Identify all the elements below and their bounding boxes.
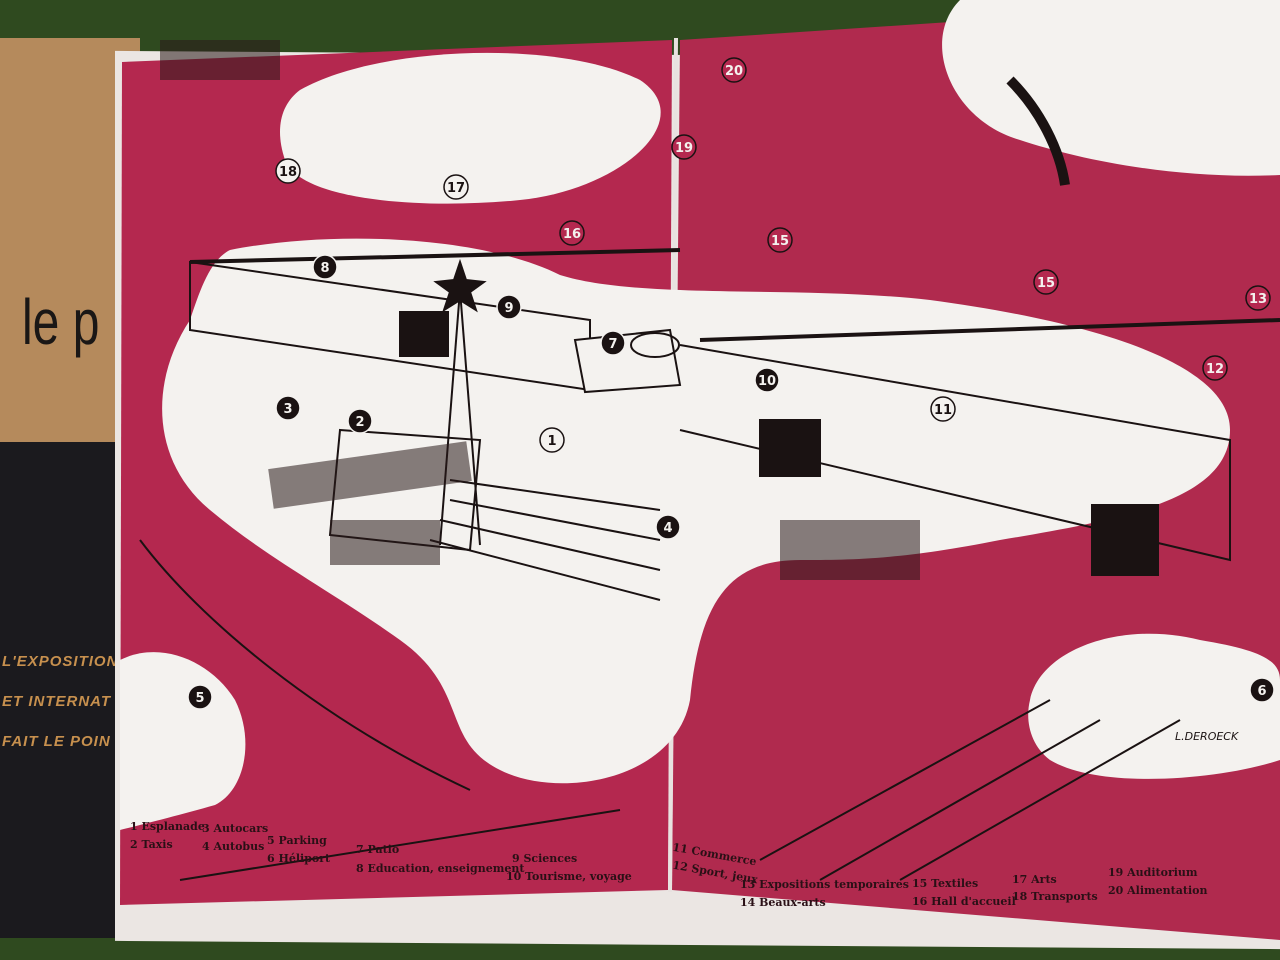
marker-number: 10 bbox=[758, 374, 776, 389]
cover-title: le p bbox=[22, 286, 100, 358]
tree-clusters bbox=[160, 40, 920, 580]
map-marker-13: 13 bbox=[1245, 285, 1271, 311]
legend-item: 4 Autobus bbox=[202, 840, 265, 853]
legend-item: 8 Education, enseignement bbox=[356, 862, 525, 875]
map-marker-9: 9 bbox=[496, 294, 522, 320]
legend-item: 16 Hall d'accueil bbox=[912, 895, 1016, 908]
map-marker-3: 3 bbox=[275, 395, 301, 421]
parking-blob bbox=[120, 652, 246, 830]
marker-number: 16 bbox=[563, 227, 581, 242]
cover-line: ET INTERNAT bbox=[2, 693, 112, 710]
legend-item: 20 Alimentation bbox=[1108, 884, 1208, 897]
map-marker-7: 7 bbox=[600, 330, 626, 356]
marker-number: 12 bbox=[1206, 362, 1224, 377]
marker-number: 20 bbox=[725, 64, 743, 79]
map-marker-2: 2 bbox=[347, 408, 373, 434]
legend-item: 14 Beaux-arts bbox=[740, 896, 826, 909]
marker-number: 11 bbox=[934, 403, 952, 418]
marker-number: 7 bbox=[608, 337, 617, 352]
map-marker-8: 8 bbox=[312, 254, 338, 280]
marker-number: 15 bbox=[771, 234, 789, 249]
map-marker-15: 15 bbox=[767, 227, 793, 253]
marker-number: 17 bbox=[447, 181, 465, 196]
legend-item: 3 Autocars bbox=[202, 822, 269, 835]
map-marker-5: 5 bbox=[187, 684, 213, 710]
legend-item: 10 Tourisme, voyage bbox=[506, 870, 632, 883]
legend-item: 17 Arts bbox=[1012, 873, 1057, 886]
map-marker-11: 11 bbox=[930, 396, 956, 422]
legend-item: 15 Textiles bbox=[912, 877, 979, 890]
map-marker-20: 20 bbox=[721, 57, 747, 83]
marker-number: 5 bbox=[195, 691, 204, 706]
tower bbox=[433, 258, 487, 546]
marker-number: 13 bbox=[1249, 292, 1267, 307]
legend-item: 9 Sciences bbox=[512, 852, 578, 865]
top-blob bbox=[280, 52, 661, 204]
cover-line: FAIT LE POIN bbox=[2, 733, 111, 750]
map-marker-6: 6 bbox=[1249, 677, 1275, 703]
legend-item: 18 Transports bbox=[1012, 890, 1098, 903]
marker-number: 3 bbox=[283, 402, 292, 417]
marker-number: 9 bbox=[504, 301, 513, 316]
building-outlines bbox=[139, 76, 1280, 881]
illustrator-signature: L.DEROECK bbox=[1175, 730, 1239, 743]
cover-line: L'EXPOSITION bbox=[2, 653, 119, 670]
map-marker-10: 10 bbox=[754, 367, 780, 393]
map-marker-15: 15 bbox=[1033, 269, 1059, 295]
marker-number: 15 bbox=[1037, 276, 1055, 291]
map-marker-1: 1 bbox=[539, 427, 565, 453]
marker-number: 4 bbox=[663, 521, 672, 536]
legend-item: 2 Taxis bbox=[130, 838, 173, 851]
legend-item: 1 Esplanade bbox=[130, 820, 205, 833]
marker-number: 6 bbox=[1257, 684, 1266, 699]
marker-number: 1 bbox=[547, 434, 556, 449]
main-blob bbox=[162, 238, 1231, 784]
legend-item: 13 Expositions temporaires bbox=[740, 878, 909, 891]
legend-item: 19 Auditorium bbox=[1108, 866, 1198, 879]
map-marker-16: 16 bbox=[559, 220, 585, 246]
legend-item: 7 Patio bbox=[356, 843, 400, 856]
map-marker-19: 19 bbox=[671, 134, 697, 160]
map-marker-17: 17 bbox=[443, 174, 469, 200]
map-marker-4: 4 bbox=[655, 514, 681, 540]
legend-item: 5 Parking bbox=[267, 834, 327, 847]
marker-number: 19 bbox=[675, 141, 693, 156]
top-right-blob bbox=[942, 0, 1280, 176]
marker-number: 8 bbox=[320, 261, 329, 276]
map-marker-18: 18 bbox=[275, 158, 301, 184]
legend-item: 6 Héliport bbox=[267, 852, 331, 865]
marker-number: 18 bbox=[279, 165, 297, 180]
heliport-blob bbox=[1028, 633, 1280, 779]
map-marker-12: 12 bbox=[1202, 355, 1228, 381]
marker-number: 2 bbox=[355, 415, 364, 430]
